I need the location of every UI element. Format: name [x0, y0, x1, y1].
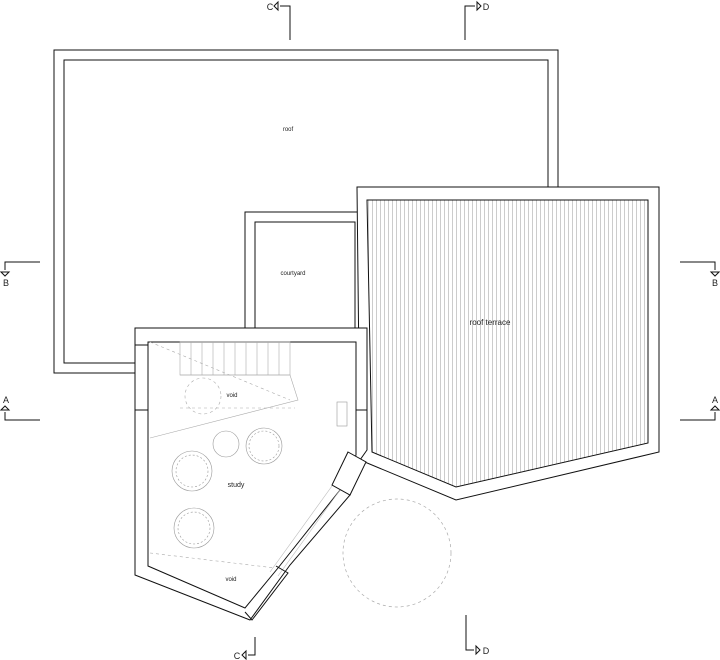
section-label-left-a: A: [3, 395, 9, 405]
section-label-bottom-c: C: [234, 651, 241, 660]
label-void-upper: void: [226, 393, 237, 399]
tree-canopy: [342, 498, 452, 608]
section-label-top-c: C: [267, 2, 274, 12]
study-furniture: [171, 401, 348, 549]
label-void-lower: void: [225, 577, 236, 583]
study-wall-details: [135, 344, 367, 411]
label-roof: roof: [283, 127, 294, 133]
section-label-left-b: B: [3, 278, 9, 288]
roof-terrace-outline: [356, 186, 660, 501]
section-label-top-d: D: [483, 2, 490, 12]
label-roof-terrace: roof terrace: [470, 318, 511, 327]
void-lower-dashed: [149, 552, 276, 569]
study-angled-window: [269, 451, 367, 577]
study-walls: [134, 327, 368, 621]
section-label-bottom-d: D: [483, 646, 490, 656]
study-lower-wall: [244, 565, 289, 621]
section-label-right-b: B: [712, 278, 718, 288]
label-study: study: [228, 482, 245, 489]
void-upper-dashed: [180, 377, 295, 415]
label-courtyard: courtyard: [280, 271, 305, 277]
section-label-right-a: A: [712, 395, 718, 405]
staircase: [149, 341, 299, 439]
